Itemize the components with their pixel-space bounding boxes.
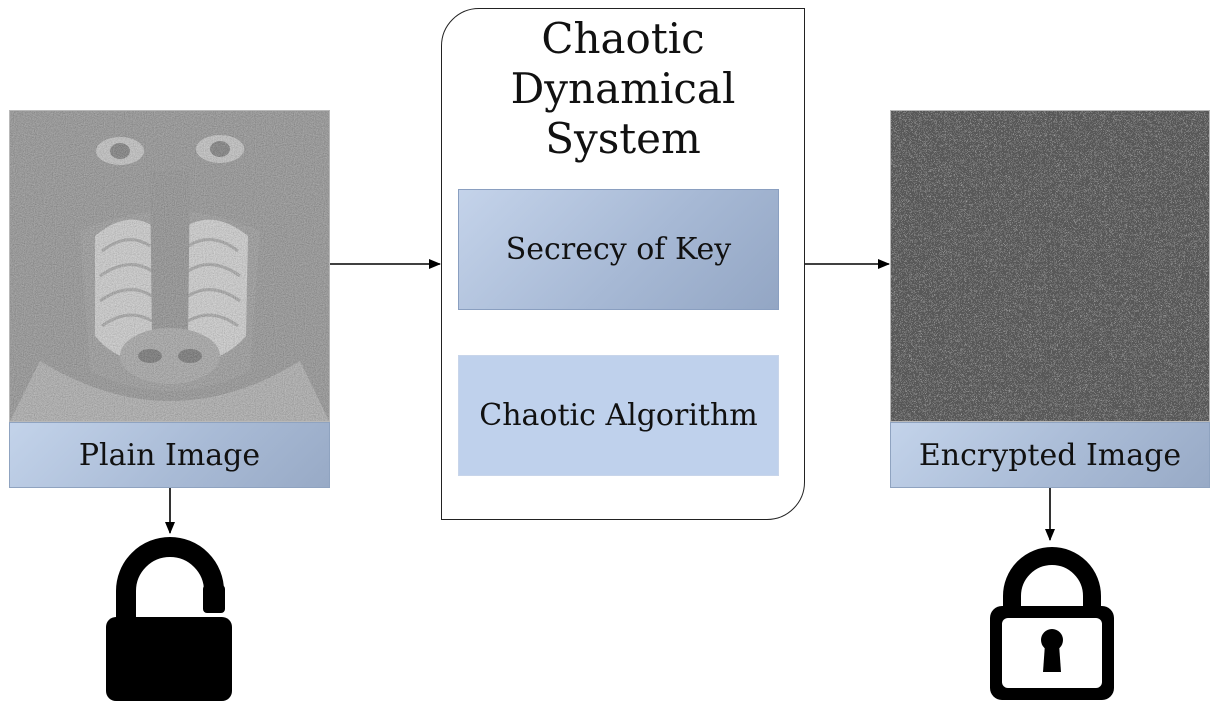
unlocked-padlock-icon <box>106 537 232 701</box>
system-title-line: Dynamical <box>510 64 736 113</box>
noise-image <box>891 111 1209 421</box>
locked-padlock-icon <box>990 547 1114 700</box>
encrypted-image <box>890 110 1210 422</box>
encrypted-image-caption: Encrypted Image <box>890 422 1210 488</box>
secrecy-of-key-box: Secrecy of Key <box>458 189 779 310</box>
system-title-line: System <box>545 114 701 163</box>
chaotic-algorithm-box: Chaotic Algorithm <box>458 355 779 476</box>
system-title-line: Chaotic <box>541 14 705 63</box>
system-title: Chaotic Dynamical System <box>441 14 805 164</box>
mandrill-image <box>10 111 329 421</box>
plain-image <box>9 110 330 422</box>
plain-image-caption: Plain Image <box>9 422 330 488</box>
